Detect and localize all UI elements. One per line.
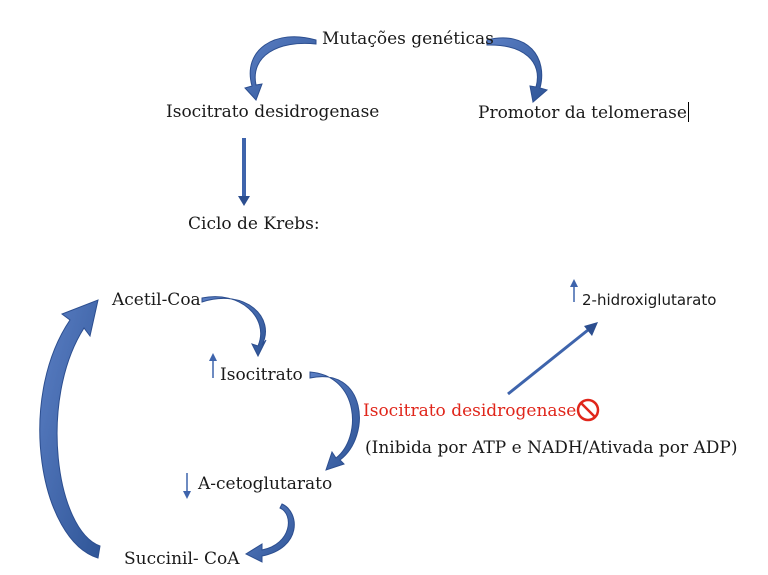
arrowhead-idh-to-krebs [238,196,250,206]
curved-arrow-akg-to-succinylcoa [244,503,295,563]
regulation-note: (Inibida por ATP e NADH/Ativada por ADP) [365,438,738,458]
node-tert-promoter: Promotor da telomerase [478,102,689,123]
down-arrow-icon-head [183,491,191,499]
curved-arrow-isocitrate-to-akg [309,371,360,471]
up-arrow-icon-head [570,279,578,287]
curved-arrow-acetylcoa-to-isocitrate [201,296,267,358]
node-2-hydroxyglutarate: 2-hidroxiglutarato [582,291,717,309]
node-tert-promoter-label: Promotor da telomerase [478,103,687,123]
node-mutations: Mutações genéticas [322,29,494,49]
arrowhead-idh-to-2hg [584,322,598,336]
curved-arrow-succinylcoa-to-acetylcoa [39,299,101,559]
node-succinyl-coa: Succinil- CoA [124,549,240,569]
prohibited-icon [576,398,600,422]
node-krebs: Ciclo de Krebs: [188,214,320,234]
straight-arrow-idh-to-2hg [507,328,589,396]
node-alpha-ketoglutarate: A-cetoglutarato [198,474,333,494]
up-arrow-icon-head [209,353,217,361]
curved-arrow-mutations-to-idh [244,36,317,101]
node-isocitrate: Isocitrato [220,365,303,385]
node-acetyl-coa: Acetil-Coa [112,290,201,310]
node-idh-top: Isocitrato desidrogenase [166,102,380,122]
node-idh-inhibited: Isocitrato desidrogenase [363,401,577,421]
text-cursor [687,102,689,122]
curved-arrow-mutations-to-tert [486,37,549,103]
